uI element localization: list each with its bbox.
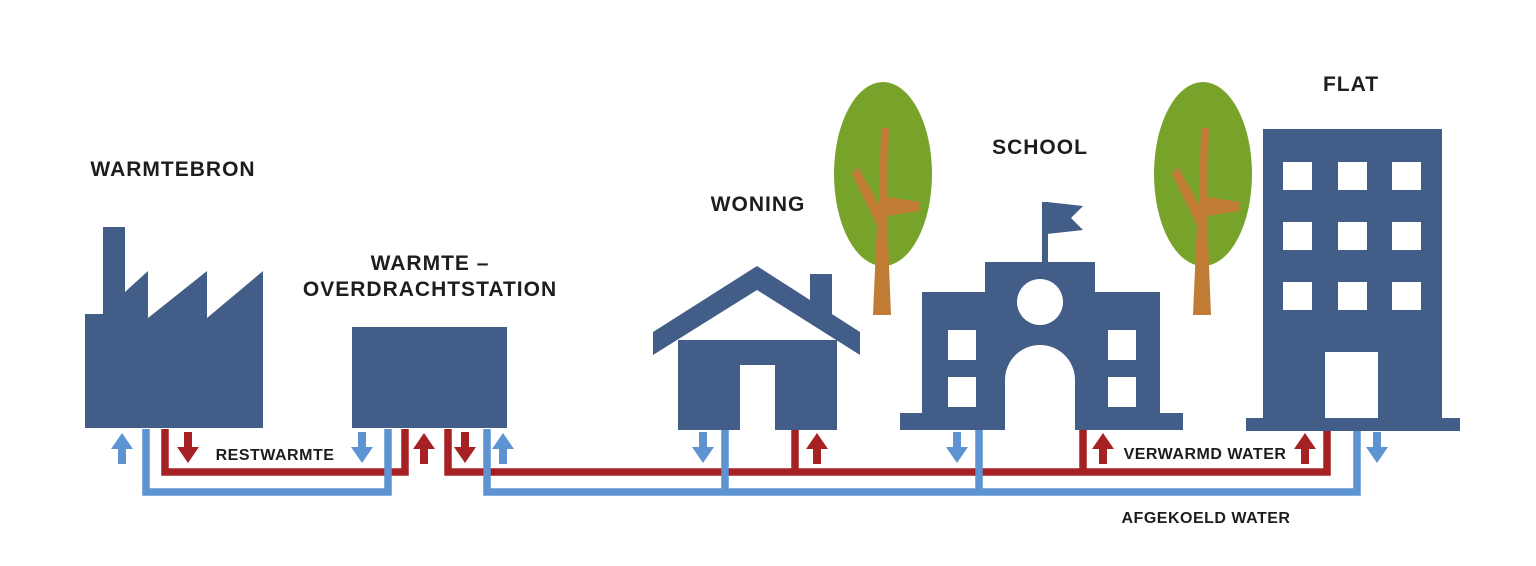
flat-window: [1338, 222, 1367, 250]
arrow-up-cold-into-warmtebron-icon: [111, 433, 133, 464]
cold-pipe-buildings-to-station: [483, 429, 1361, 496]
house-icon: [653, 266, 860, 430]
arrow-up-cold-into-station-icon: [492, 433, 514, 464]
school-window: [1108, 377, 1136, 407]
flat-window: [1392, 162, 1421, 190]
flat-window: [1338, 282, 1367, 310]
flat-window: [1283, 282, 1312, 310]
arrow-up-hot-into-school-icon: [1092, 433, 1114, 464]
cold-pipe-station-to-source: [142, 429, 392, 496]
school-flag: [1047, 202, 1083, 234]
label-school: SCHOOL: [992, 136, 1088, 159]
arrow-down-cold-from-school-icon: [946, 432, 968, 463]
station-box: [352, 327, 507, 428]
school-window: [948, 330, 976, 360]
label-woning: WONING: [711, 193, 806, 216]
label-station-line2: OVERDRACHTSTATION: [303, 278, 557, 301]
station-icon: [352, 327, 507, 428]
factory-icon: [85, 227, 263, 428]
school-window: [1108, 330, 1136, 360]
hot-pipe-source-to-station: [161, 429, 409, 476]
school-arch-door: [1005, 345, 1075, 430]
flat-window: [1283, 222, 1312, 250]
label-restwarmte: RESTWARMTE: [216, 447, 335, 464]
label-flat: FLAT: [1323, 73, 1379, 96]
label-verwarmd-water: VERWARMD WATER: [1124, 446, 1287, 463]
apartment-icon: [1246, 129, 1460, 431]
house-door: [740, 365, 775, 430]
school-round-window: [1017, 279, 1063, 325]
flat-door: [1325, 352, 1378, 418]
arrow-down-cold-from-station-icon: [351, 432, 373, 463]
cold-water-pipes: [142, 429, 1361, 496]
arrow-down-cold-from-flat-icon: [1366, 432, 1388, 463]
flat-window: [1392, 222, 1421, 250]
tree-icon: [1154, 82, 1252, 315]
factory-silhouette: [85, 227, 263, 428]
label-afgekoeld-water: AFGEKOELD WATER: [1122, 510, 1291, 527]
house-roof: [653, 266, 860, 355]
flat-plinth: [1246, 418, 1460, 431]
flat-window: [1392, 282, 1421, 310]
hot-pipe-station-to-buildings: [444, 429, 1331, 476]
arrow-up-hot-into-flat-icon: [1294, 433, 1316, 464]
hot-water-pipes: [161, 429, 1331, 476]
label-warmtebron: WARMTEBRON: [90, 158, 255, 181]
flat-window: [1338, 162, 1367, 190]
arrow-up-hot-into-station-icon: [413, 433, 435, 464]
flat-window: [1283, 162, 1312, 190]
tree-icon: [834, 82, 932, 315]
arrow-down-hot-from-station-icon: [454, 432, 476, 463]
arrow-up-hot-into-woning-icon: [806, 433, 828, 464]
arrow-down-cold-from-woning-icon: [692, 432, 714, 463]
labels: WARMTEBRON WARMTE – OVERDRACHTSTATION WO…: [90, 73, 1379, 527]
arrow-down-hot-from-warmtebron-icon: [177, 432, 199, 463]
school-icon: [900, 202, 1183, 430]
label-station-line1: WARMTE –: [371, 252, 490, 275]
school-flag-pole: [1042, 202, 1048, 264]
flow-arrows: [111, 432, 1388, 464]
school-window: [948, 377, 976, 407]
